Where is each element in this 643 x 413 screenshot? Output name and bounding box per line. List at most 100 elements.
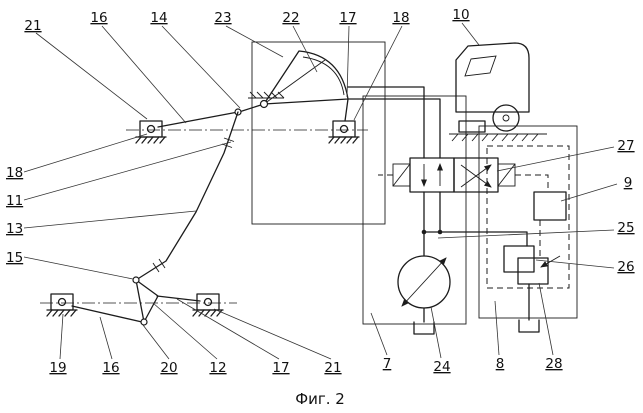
leader-line [142,324,170,360]
bearing-left-upper [135,120,167,144]
bearing-left-lower [46,293,78,317]
upper-linkage [135,98,360,281]
sector-rim [302,56,345,96]
ref-label-18-left: 18 [6,165,23,181]
leader-line [23,141,232,201]
valve-actuator-right-diag [497,163,516,187]
tank-symbol-right [518,319,540,333]
link-16-lower [71,305,143,323]
pilot-valve-26 [503,245,535,273]
ref-label-7-bottom: 7 [383,356,392,372]
valve-arrow-cross2 [460,164,492,188]
leader-line [176,298,280,360]
control-box-9 [533,191,567,221]
ref-label-17-top: 17 [339,10,356,26]
hydraulic-box-8 [478,125,578,319]
link-16-upper [157,111,239,128]
leader-line [23,133,148,173]
sector-mount-hatch [248,91,285,99]
leader-line [152,302,218,360]
ref-label-19-bottom: 19 [49,360,66,376]
adjuster-tick [158,258,166,269]
leader-line [538,282,554,356]
ref-label-9-right: 9 [624,175,633,191]
leader-line [23,210,197,229]
leader-line [59,313,64,360]
hydraulic-pipes [347,86,528,257]
ref-label-10-top: 10 [452,7,469,23]
vehicle-hub [502,114,510,122]
leader-line [370,312,388,356]
adjuster-tick [152,262,160,273]
sector-spoke [263,59,326,105]
leader-line [437,229,615,239]
pump-variable-arrow [401,257,447,307]
ref-label-18-top: 18 [392,10,409,26]
adjuster-tick [221,143,233,148]
vehicle-window [464,55,497,77]
leader-line [99,316,113,360]
sector-22 [248,50,349,109]
pilot-dashed-box [486,145,570,289]
ref-label-11-left: 11 [6,193,23,209]
vehicle-hitch [458,120,486,133]
bearing-right-lower [192,293,224,317]
leader-line [101,25,187,124]
directional-valve-27 [392,157,516,193]
lower-linkage [46,276,224,326]
pilot-dashed-link-a [515,174,549,192]
pilot-valve-28 [517,257,549,285]
pump-24 [397,255,451,335]
ref-label-21-top: 21 [24,18,41,34]
tank-symbol-left [413,321,435,335]
sector-plate [263,50,349,105]
leader-line [23,256,134,280]
ref-label-16-top: 16 [90,10,107,26]
bearing-right-upper [328,120,360,144]
ref-label-21-bottom: 21 [324,360,341,376]
leader-line [494,300,500,356]
link-17-upper [344,98,349,122]
vehicle-10 [449,42,547,142]
leader-line [35,32,148,120]
ref-label-28-bottom: 28 [545,356,562,372]
leader-line [161,25,241,109]
pipe-branch-25 [423,231,528,247]
sector-pivot [259,99,269,109]
leader-line [461,22,480,46]
vehicle-body [455,42,530,113]
joint-15 [132,276,140,284]
adjuster-tick [223,137,235,142]
ref-label-26-right: 26 [617,259,634,275]
triangle-link-12 [135,279,159,323]
leader-line [535,259,615,269]
link-apex [238,103,265,113]
leader-lines [23,22,618,360]
valve-actuator-left-diag [392,163,411,187]
ref-label-20-bottom: 20 [160,360,177,376]
hydraulic-box-7 [362,95,467,325]
ref-label-14-top: 14 [150,10,167,26]
ref-label-22-top: 22 [282,10,299,26]
ref-label-27-right: 27 [617,138,634,154]
ref-label-13-left: 13 [6,221,23,237]
ref-label-8-bottom: 8 [496,356,505,372]
ref-label-25-right: 25 [617,220,634,236]
vehicle-wheel [492,104,520,132]
pilot-unit [378,174,567,333]
pipe-b [347,98,441,159]
leader-line [292,25,318,73]
leader-line [353,25,403,121]
leader-line [560,183,618,202]
centerlines [40,129,368,304]
joint-20 [140,318,148,326]
ref-label-15-left: 15 [6,250,23,266]
pipe-a [347,86,425,159]
ref-label-16-bottom: 16 [102,360,119,376]
valve-square-crossed [453,157,499,193]
ref-label-17-bottom: 17 [272,360,289,376]
ref-label-24-bottom: 24 [433,359,450,375]
leader-line [496,146,615,172]
